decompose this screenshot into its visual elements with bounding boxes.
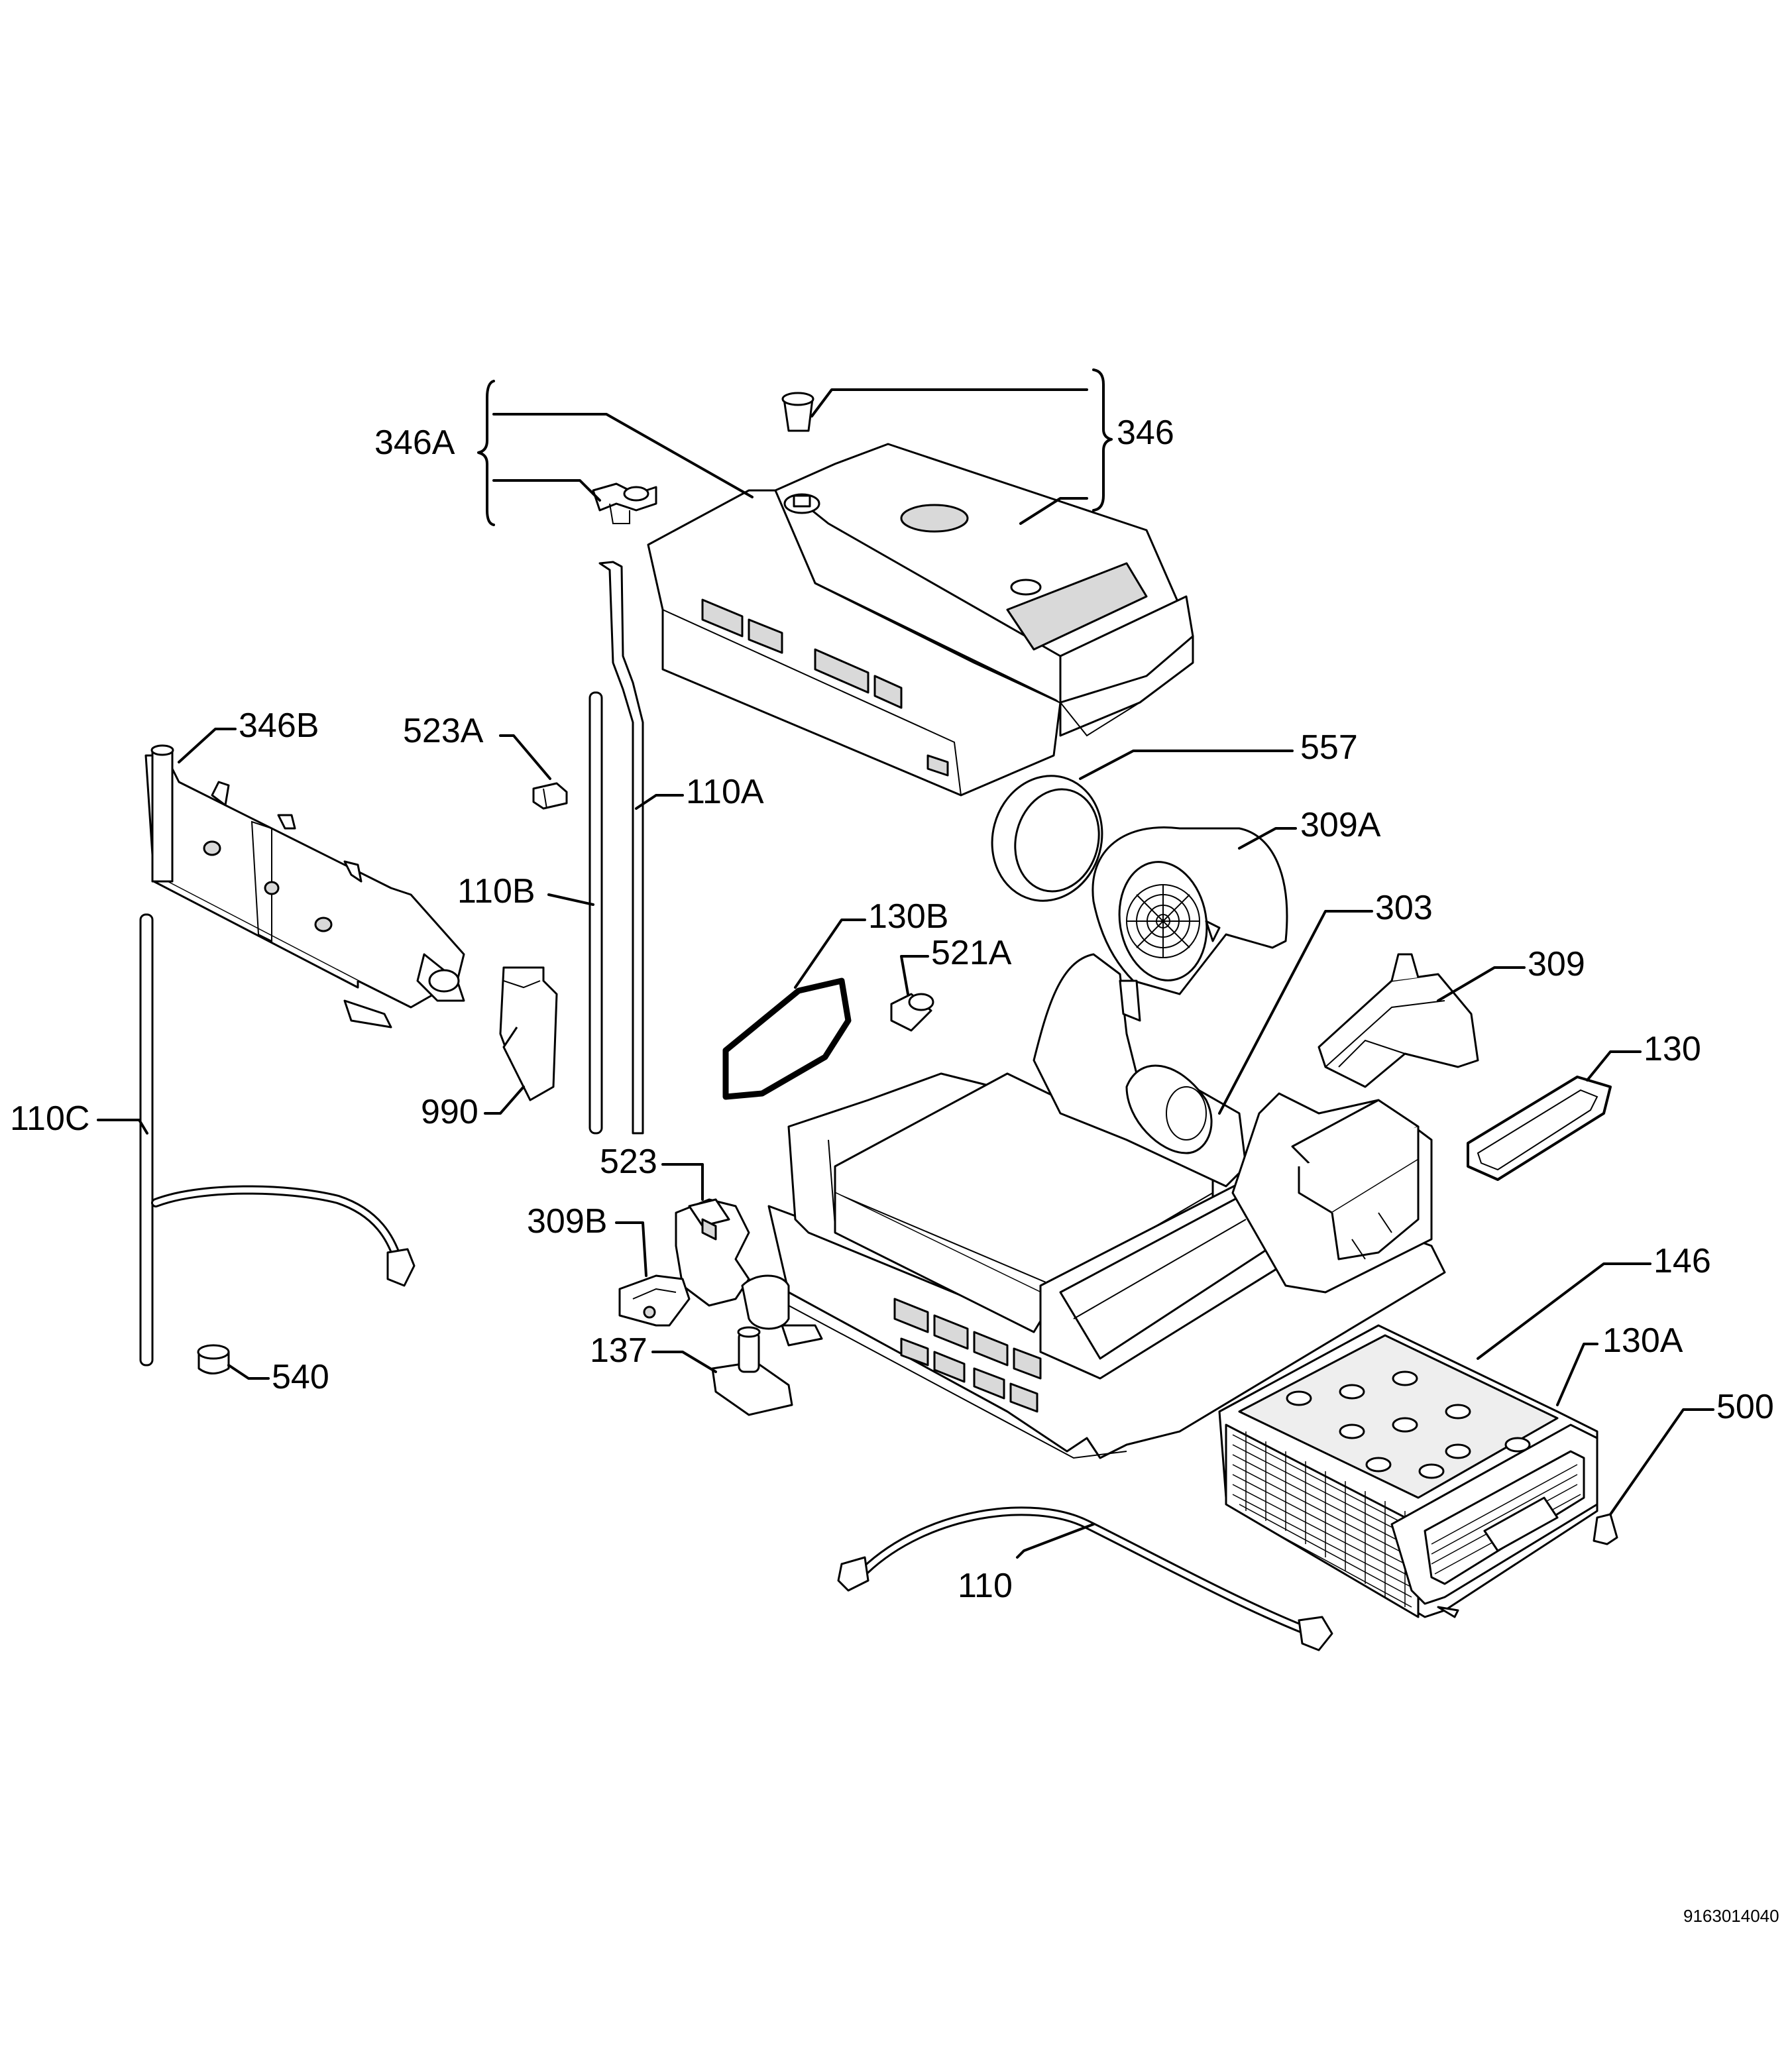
part-309A-fan-housing bbox=[1092, 826, 1288, 995]
part-137-plug bbox=[711, 1326, 793, 1416]
label-130: 130 bbox=[1644, 1030, 1701, 1068]
part-146-condenser bbox=[1218, 1324, 1618, 1618]
label-990: 990 bbox=[421, 1093, 478, 1131]
label-500: 500 bbox=[1716, 1388, 1774, 1426]
label-110B: 110B bbox=[457, 872, 535, 911]
part-110A-hose bbox=[598, 561, 644, 1135]
part-540-cap bbox=[197, 1344, 230, 1374]
label-346: 346 bbox=[1117, 414, 1174, 452]
label-309: 309 bbox=[1528, 945, 1585, 983]
label-346A: 346A bbox=[374, 423, 455, 462]
label-521A: 521A bbox=[931, 934, 1012, 972]
label-557: 557 bbox=[1300, 728, 1358, 767]
label-309B: 309B bbox=[527, 1202, 607, 1241]
part-110C-hose bbox=[139, 913, 416, 1366]
part-523A-clip bbox=[532, 782, 568, 810]
part-346A-clip bbox=[592, 482, 657, 524]
leader-lines bbox=[97, 368, 1714, 1559]
part-130B-gasket bbox=[722, 977, 852, 1100]
label-146: 146 bbox=[1653, 1242, 1711, 1280]
label-346B: 346B bbox=[239, 706, 319, 745]
label-540: 540 bbox=[272, 1358, 329, 1396]
label-130B: 130B bbox=[868, 897, 948, 936]
part-521A-sleeve bbox=[890, 993, 934, 1032]
label-110A: 110A bbox=[686, 773, 764, 811]
label-137: 137 bbox=[590, 1331, 647, 1370]
part-303-base-assembly bbox=[767, 953, 1446, 1459]
label-110: 110 bbox=[958, 1567, 1013, 1605]
label-309A: 309A bbox=[1300, 806, 1381, 844]
label-523: 523 bbox=[600, 1143, 657, 1181]
part-labels: 346A 346 346B 523A 110A 110B 557 309A 13… bbox=[10, 414, 1779, 1926]
part-990-scoop bbox=[499, 966, 558, 1101]
part-110B-hose bbox=[588, 691, 603, 1135]
part-523-valve bbox=[675, 1198, 823, 1347]
label-303: 303 bbox=[1375, 889, 1433, 927]
part-309-duct-cover bbox=[1317, 953, 1479, 1088]
part-346-water-container bbox=[647, 392, 1194, 797]
label-130A: 130A bbox=[1602, 1321, 1683, 1360]
label-110C: 110C bbox=[10, 1099, 89, 1138]
part-110-drain-hose bbox=[837, 1506, 1333, 1651]
label-523A: 523A bbox=[403, 712, 484, 750]
part-557-ring bbox=[991, 775, 1103, 902]
document-number: 9163014040 bbox=[1683, 1906, 1779, 1926]
part-130-gasket bbox=[1467, 1076, 1612, 1181]
part-309B-sensor bbox=[618, 1274, 691, 1327]
part-346B-panel bbox=[144, 744, 465, 1029]
